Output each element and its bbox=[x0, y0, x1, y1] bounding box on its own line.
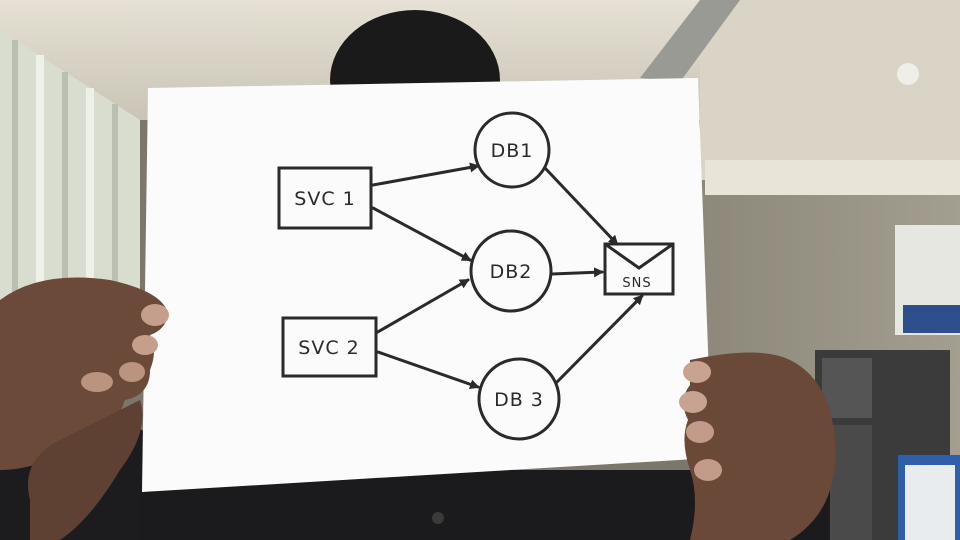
node-db1-label: DB1 bbox=[491, 140, 534, 162]
ceiling-light bbox=[897, 63, 919, 85]
edge-db3-sns bbox=[554, 294, 644, 385]
node-svc1-label: SVC 1 bbox=[294, 188, 355, 210]
diagram-edges bbox=[371, 162, 644, 390]
left-hand bbox=[0, 277, 169, 540]
edge-svc2-db3 bbox=[376, 350, 480, 390]
envelope-icon bbox=[604, 242, 674, 270]
node-sns: SNS bbox=[603, 242, 675, 296]
edge-db1-sns bbox=[543, 166, 619, 246]
ceiling-vent bbox=[640, 0, 740, 82]
edge-svc1-db2 bbox=[371, 206, 472, 262]
window-blinds bbox=[0, 30, 140, 320]
paper-sheet bbox=[142, 78, 712, 492]
node-db1: DB1 bbox=[473, 111, 551, 189]
node-sns-label: SNS bbox=[622, 276, 651, 291]
diagram-nodes: SVC 1 SVC 2 DB1 DB2 DB 3 SNS bbox=[277, 111, 675, 441]
node-svc1: SVC 1 bbox=[277, 166, 373, 230]
node-db2: DB2 bbox=[469, 229, 553, 313]
node-svc2-label: SVC 2 bbox=[298, 337, 359, 359]
edge-db2-sns bbox=[550, 267, 604, 278]
edge-svc2-db2 bbox=[374, 278, 470, 335]
right-hand bbox=[679, 352, 836, 540]
edge-svc1-db1 bbox=[371, 162, 480, 187]
node-svc2: SVC 2 bbox=[281, 316, 378, 378]
refrigerator bbox=[815, 350, 950, 540]
node-db3: DB 3 bbox=[477, 357, 561, 441]
node-db2-label: DB2 bbox=[490, 261, 533, 283]
node-db3-label: DB 3 bbox=[494, 389, 544, 411]
